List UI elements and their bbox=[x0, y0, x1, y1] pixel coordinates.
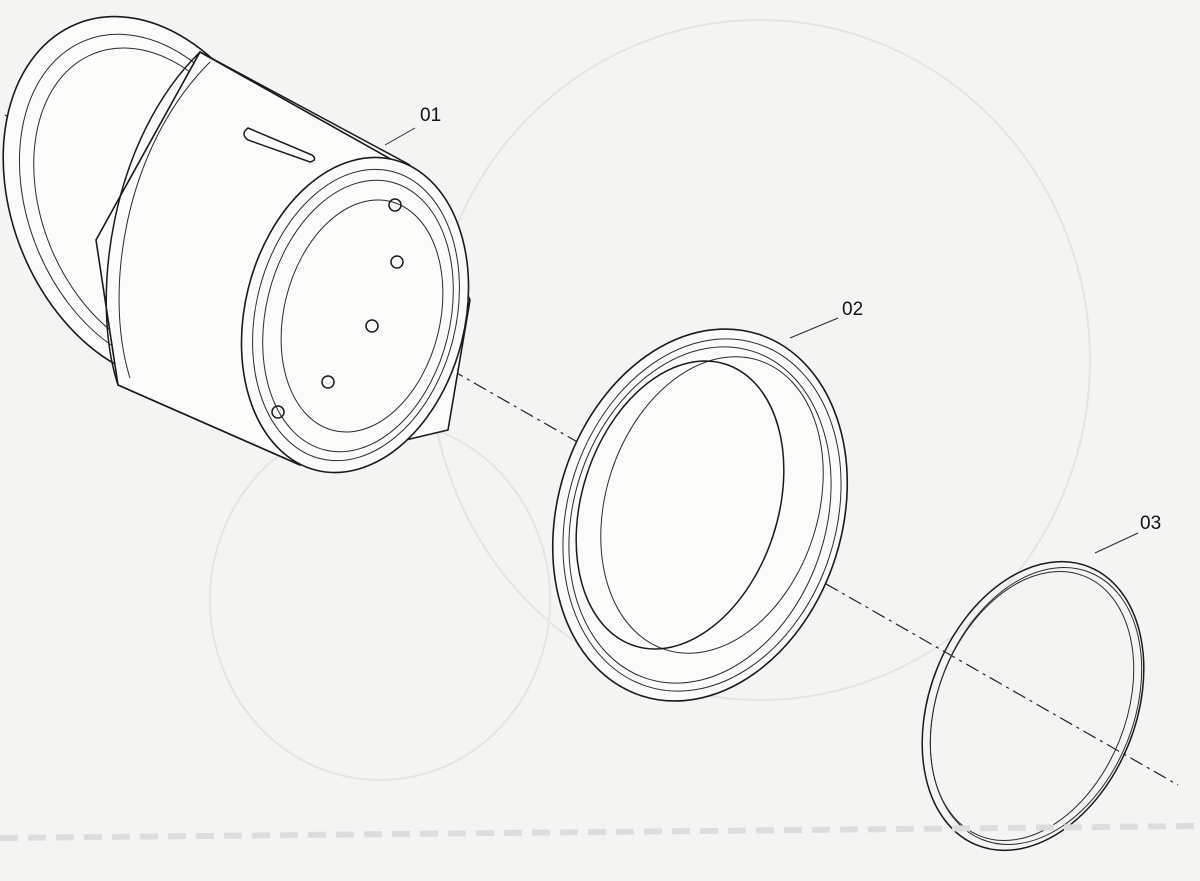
flange-ring-outer bbox=[551, 328, 849, 702]
rim-valve-slot bbox=[243, 127, 316, 163]
part-label-01: 01 bbox=[420, 105, 442, 126]
part-label-02: 02 bbox=[842, 299, 864, 320]
rim-bolt-holes bbox=[271, 198, 404, 419]
lock-ring-outer bbox=[921, 560, 1145, 852]
lock-ring-part-03 bbox=[921, 560, 1145, 852]
rim-front-opening bbox=[240, 156, 470, 474]
paper-dashes bbox=[0, 823, 1200, 841]
part-label-03: 03 bbox=[1140, 513, 1162, 534]
flange-ring-part-02 bbox=[551, 328, 849, 702]
callout-leaders bbox=[384, 127, 1139, 554]
rim-part-01 bbox=[2, 15, 471, 474]
